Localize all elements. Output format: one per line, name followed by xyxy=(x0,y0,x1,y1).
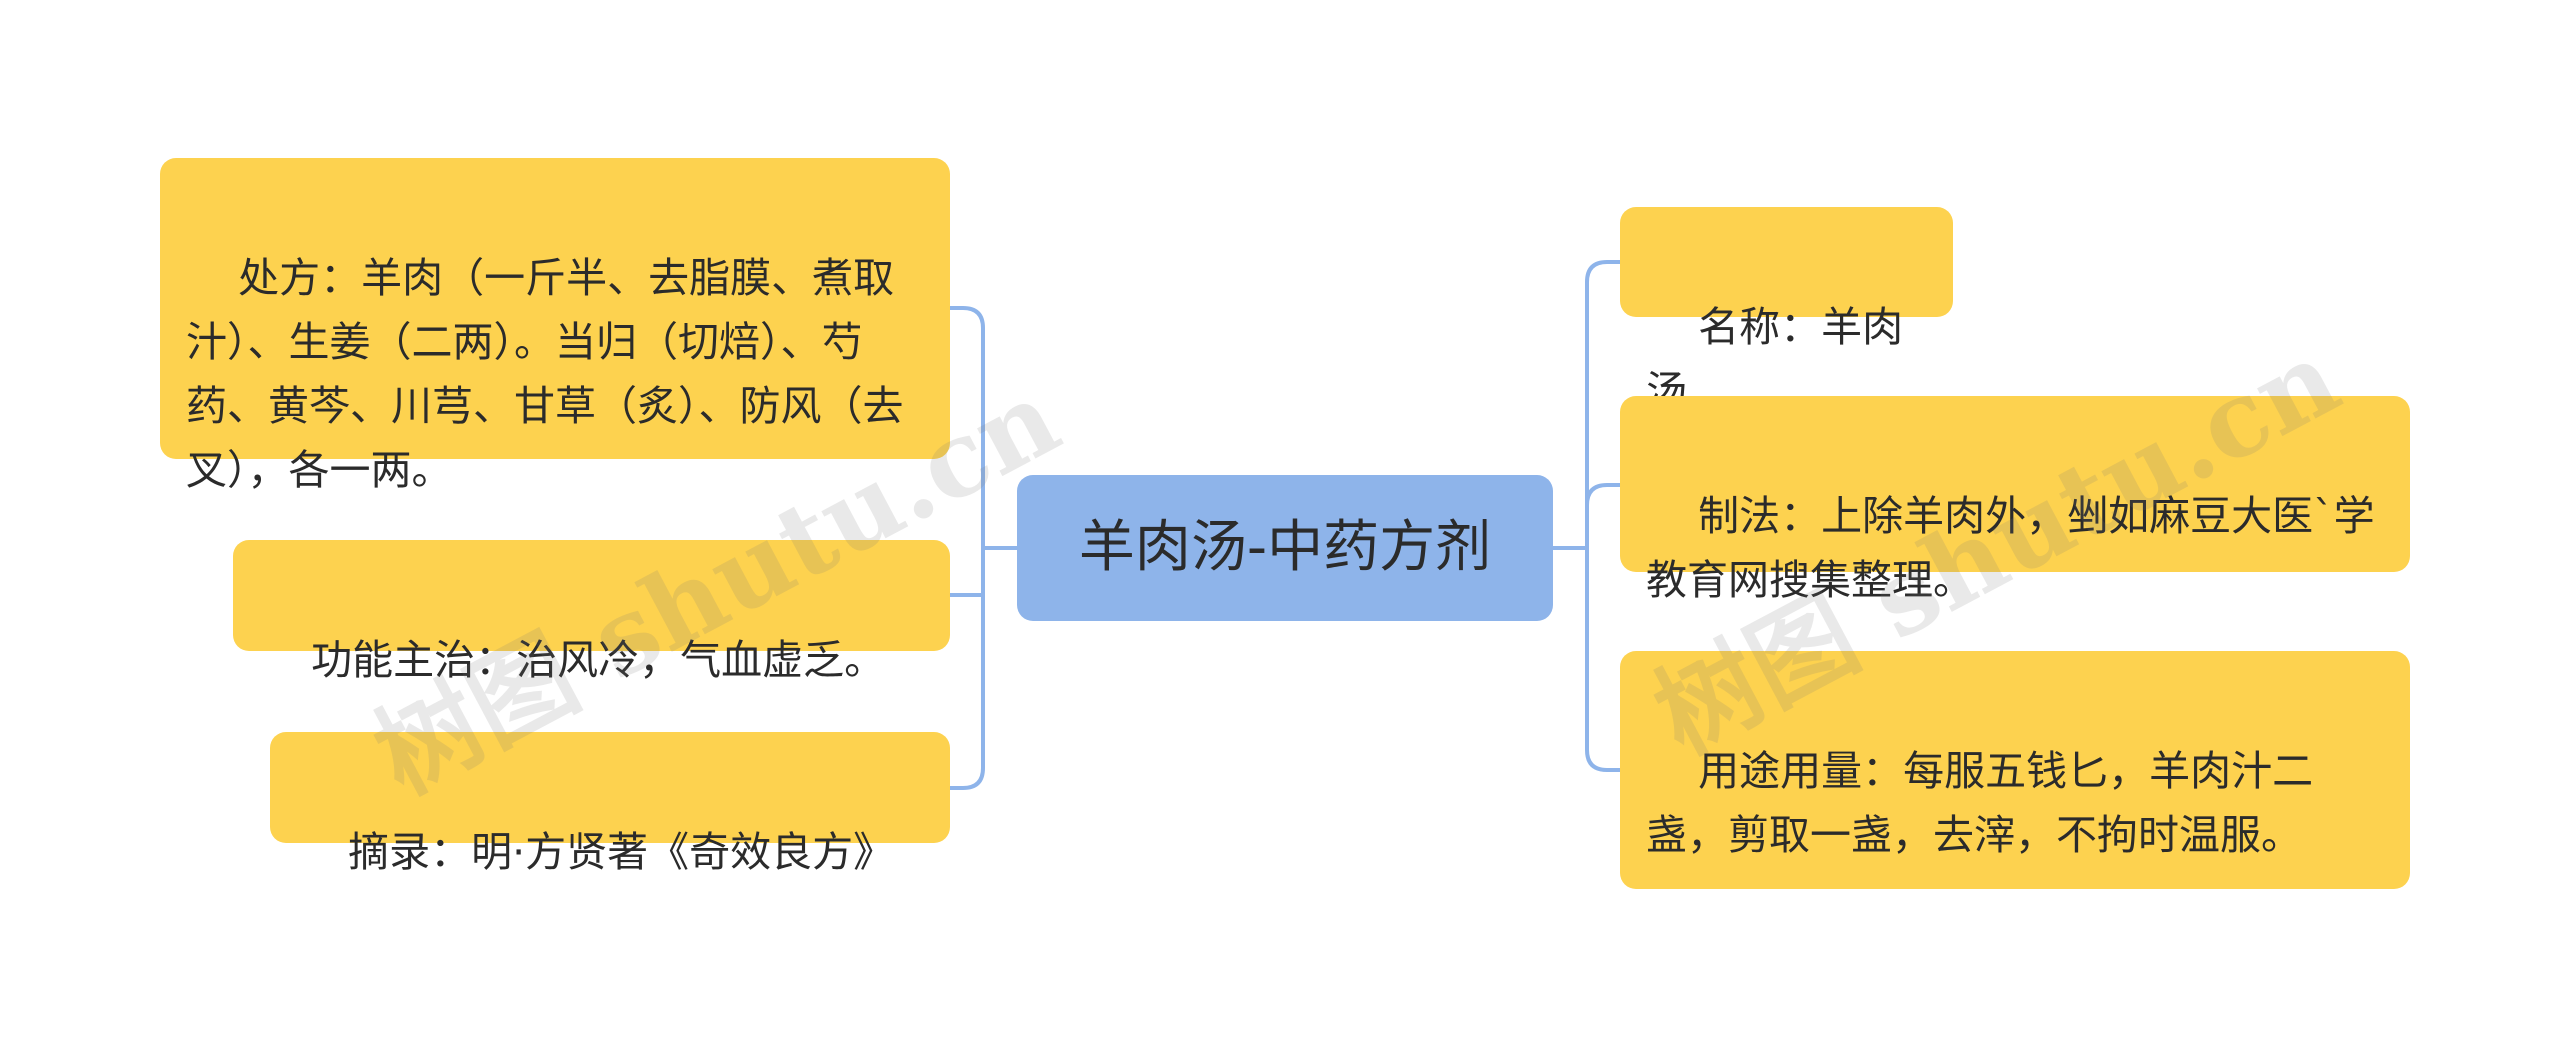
center-topic[interactable]: 羊肉汤-中药方剂 xyxy=(1017,475,1553,621)
node-source-label: 摘录：明·方贤著《奇效良方》 xyxy=(348,828,895,876)
connector-left-2 xyxy=(948,546,985,597)
center-topic-label: 羊肉汤-中药方剂 xyxy=(1078,515,1492,580)
connector-right-3 xyxy=(1585,546,1622,772)
connector-left-3 xyxy=(948,546,985,790)
connector-left-1 xyxy=(948,306,985,550)
node-usage-label: 用途用量：每服五钱匕，羊肉汁二盏，剪取一盏，去滓，不拘时温服。 xyxy=(1646,747,2314,859)
node-name[interactable]: 名称：羊肉汤 xyxy=(1620,207,1953,415)
node-preparation[interactable]: 制法：上除羊肉外，剉如麻豆大医`学教育网搜集整理。 xyxy=(1620,396,2410,604)
node-usage[interactable]: 用途用量：每服五钱匕，羊肉汁二盏，剪取一盏，去滓，不拘时温服。 xyxy=(1620,651,2410,889)
node-indications[interactable]: 功能主治：治风冷，气血虚乏。 xyxy=(233,540,950,684)
connector-right-1 xyxy=(1585,260,1622,550)
node-prescription[interactable]: 处方：羊肉（一斤半、去脂膜、煮取汁）、生姜（二两）。当归（切焙）、芍药、黄芩、川… xyxy=(160,158,950,494)
node-prescription-label: 处方：羊肉（一斤半、去脂膜、煮取汁）、生姜（二两）。当归（切焙）、芍药、黄芩、川… xyxy=(186,254,904,494)
connector-right-2 xyxy=(1585,483,1622,550)
node-indications-label: 功能主治：治风冷，气血虚乏。 xyxy=(311,636,886,684)
node-source[interactable]: 摘录：明·方贤著《奇效良方》 xyxy=(270,732,950,876)
node-preparation-label: 制法：上除羊肉外，剉如麻豆大医`学教育网搜集整理。 xyxy=(1646,492,2375,604)
